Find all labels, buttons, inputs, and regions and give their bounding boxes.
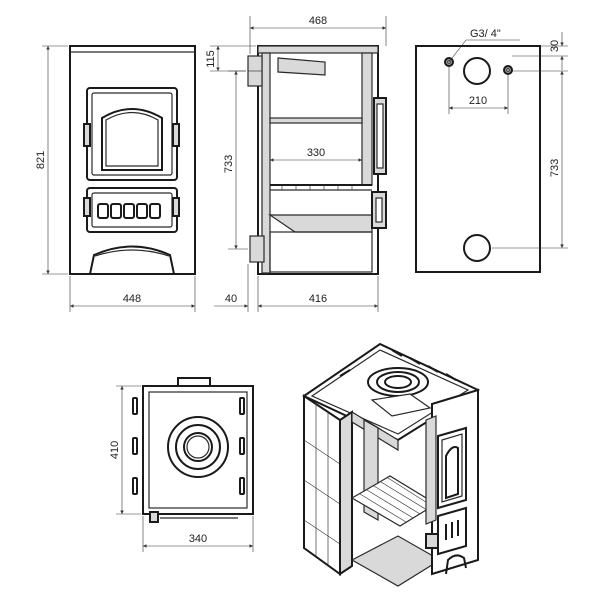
iso-left-panel-edge (339, 410, 353, 576)
front-air-vent-slots (97, 203, 161, 219)
rear-view: G3/ 4" 30 210 733 (415, 28, 568, 273)
iso-fire-door-glass (445, 446, 459, 500)
side-top-width-label: 468 (309, 15, 327, 27)
front-height-label: 821 (35, 151, 47, 169)
side-top-plate (257, 45, 379, 54)
front-door-handle (172, 123, 180, 147)
iso-hotplate-ring-middle (376, 371, 420, 393)
top-depth-label: 410 (109, 441, 121, 459)
front-ash-handle (172, 197, 180, 217)
top-hotplate-ring-middle (175, 424, 221, 470)
side-bottom-offset-label: 40 (225, 293, 237, 305)
front-body-outline (69, 45, 196, 275)
rear-water-connection-right (503, 65, 513, 75)
iso-front-wall-section (425, 415, 437, 525)
side-rear-wall (261, 52, 271, 274)
side-shelf (269, 117, 363, 124)
side-door-glass-profile (376, 103, 384, 169)
side-grate (270, 184, 372, 191)
top-cooking-plate (148, 391, 248, 509)
rear-thread-label: G3/ 4" (470, 28, 501, 40)
top-hotplate-ring-outer (167, 416, 229, 478)
front-ash-hinge (83, 197, 91, 217)
side-top-offset-label: 115 (205, 50, 217, 68)
side-lower-spigot (249, 235, 265, 263)
iso-ash-door-slots (445, 520, 459, 540)
top-vent-slots-right (239, 397, 245, 495)
iso-fire-door-frame (441, 433, 463, 503)
iso-plinth-arch (445, 554, 467, 575)
top-hotplate-ring-inner (183, 432, 213, 462)
rear-body-outline (415, 45, 541, 273)
rear-spacing-label: 210 (469, 95, 487, 107)
side-ash-door-inner (375, 197, 383, 223)
rear-top-offset-label: 30 (549, 40, 561, 52)
iso-baffle (370, 393, 432, 417)
top-body-outline (142, 385, 254, 515)
iso-hotplate-ring-inner (384, 375, 412, 389)
front-door-hinge (83, 123, 91, 147)
rear-height-label: 733 (549, 159, 561, 177)
side-front-wall (361, 52, 373, 186)
front-door-glass (101, 108, 163, 171)
top-flue-spigot (177, 377, 211, 387)
side-inner-width-label: 330 (307, 147, 325, 159)
top-width-label: 340 (189, 533, 207, 545)
side-ash-compartment (269, 231, 373, 273)
iso-left-side-tiles (303, 404, 341, 565)
top-view: 410 340 (109, 377, 254, 552)
iso-ash-door-handle (425, 533, 439, 549)
front-view: 821 448 (35, 45, 196, 312)
front-plinth-arch-inner (94, 249, 170, 257)
front-plinth-arch (89, 245, 175, 275)
front-door-glass-inner (105, 111, 159, 167)
rear-flue-outlet-lower (463, 234, 491, 262)
front-width-label: 448 (123, 293, 141, 305)
isometric-cutaway-view (301, 342, 481, 587)
side-view: 468 115 733 330 40 416 (205, 15, 387, 312)
rear-flue-outlet-upper (463, 57, 491, 85)
iso-grate-bars (359, 477, 433, 523)
top-hotplate-center (186, 435, 210, 459)
side-depth-label: 416 (309, 293, 327, 305)
side-height-label: 733 (223, 155, 235, 173)
side-baffle-plate (277, 57, 326, 76)
iso-top-plate-inner (310, 349, 470, 435)
top-vent-slots-left (132, 397, 138, 495)
top-door-handle (149, 511, 159, 523)
rear-thread-leader (448, 39, 467, 63)
iso-top-slots (339, 349, 457, 381)
iso-left-side-panel (303, 394, 341, 576)
